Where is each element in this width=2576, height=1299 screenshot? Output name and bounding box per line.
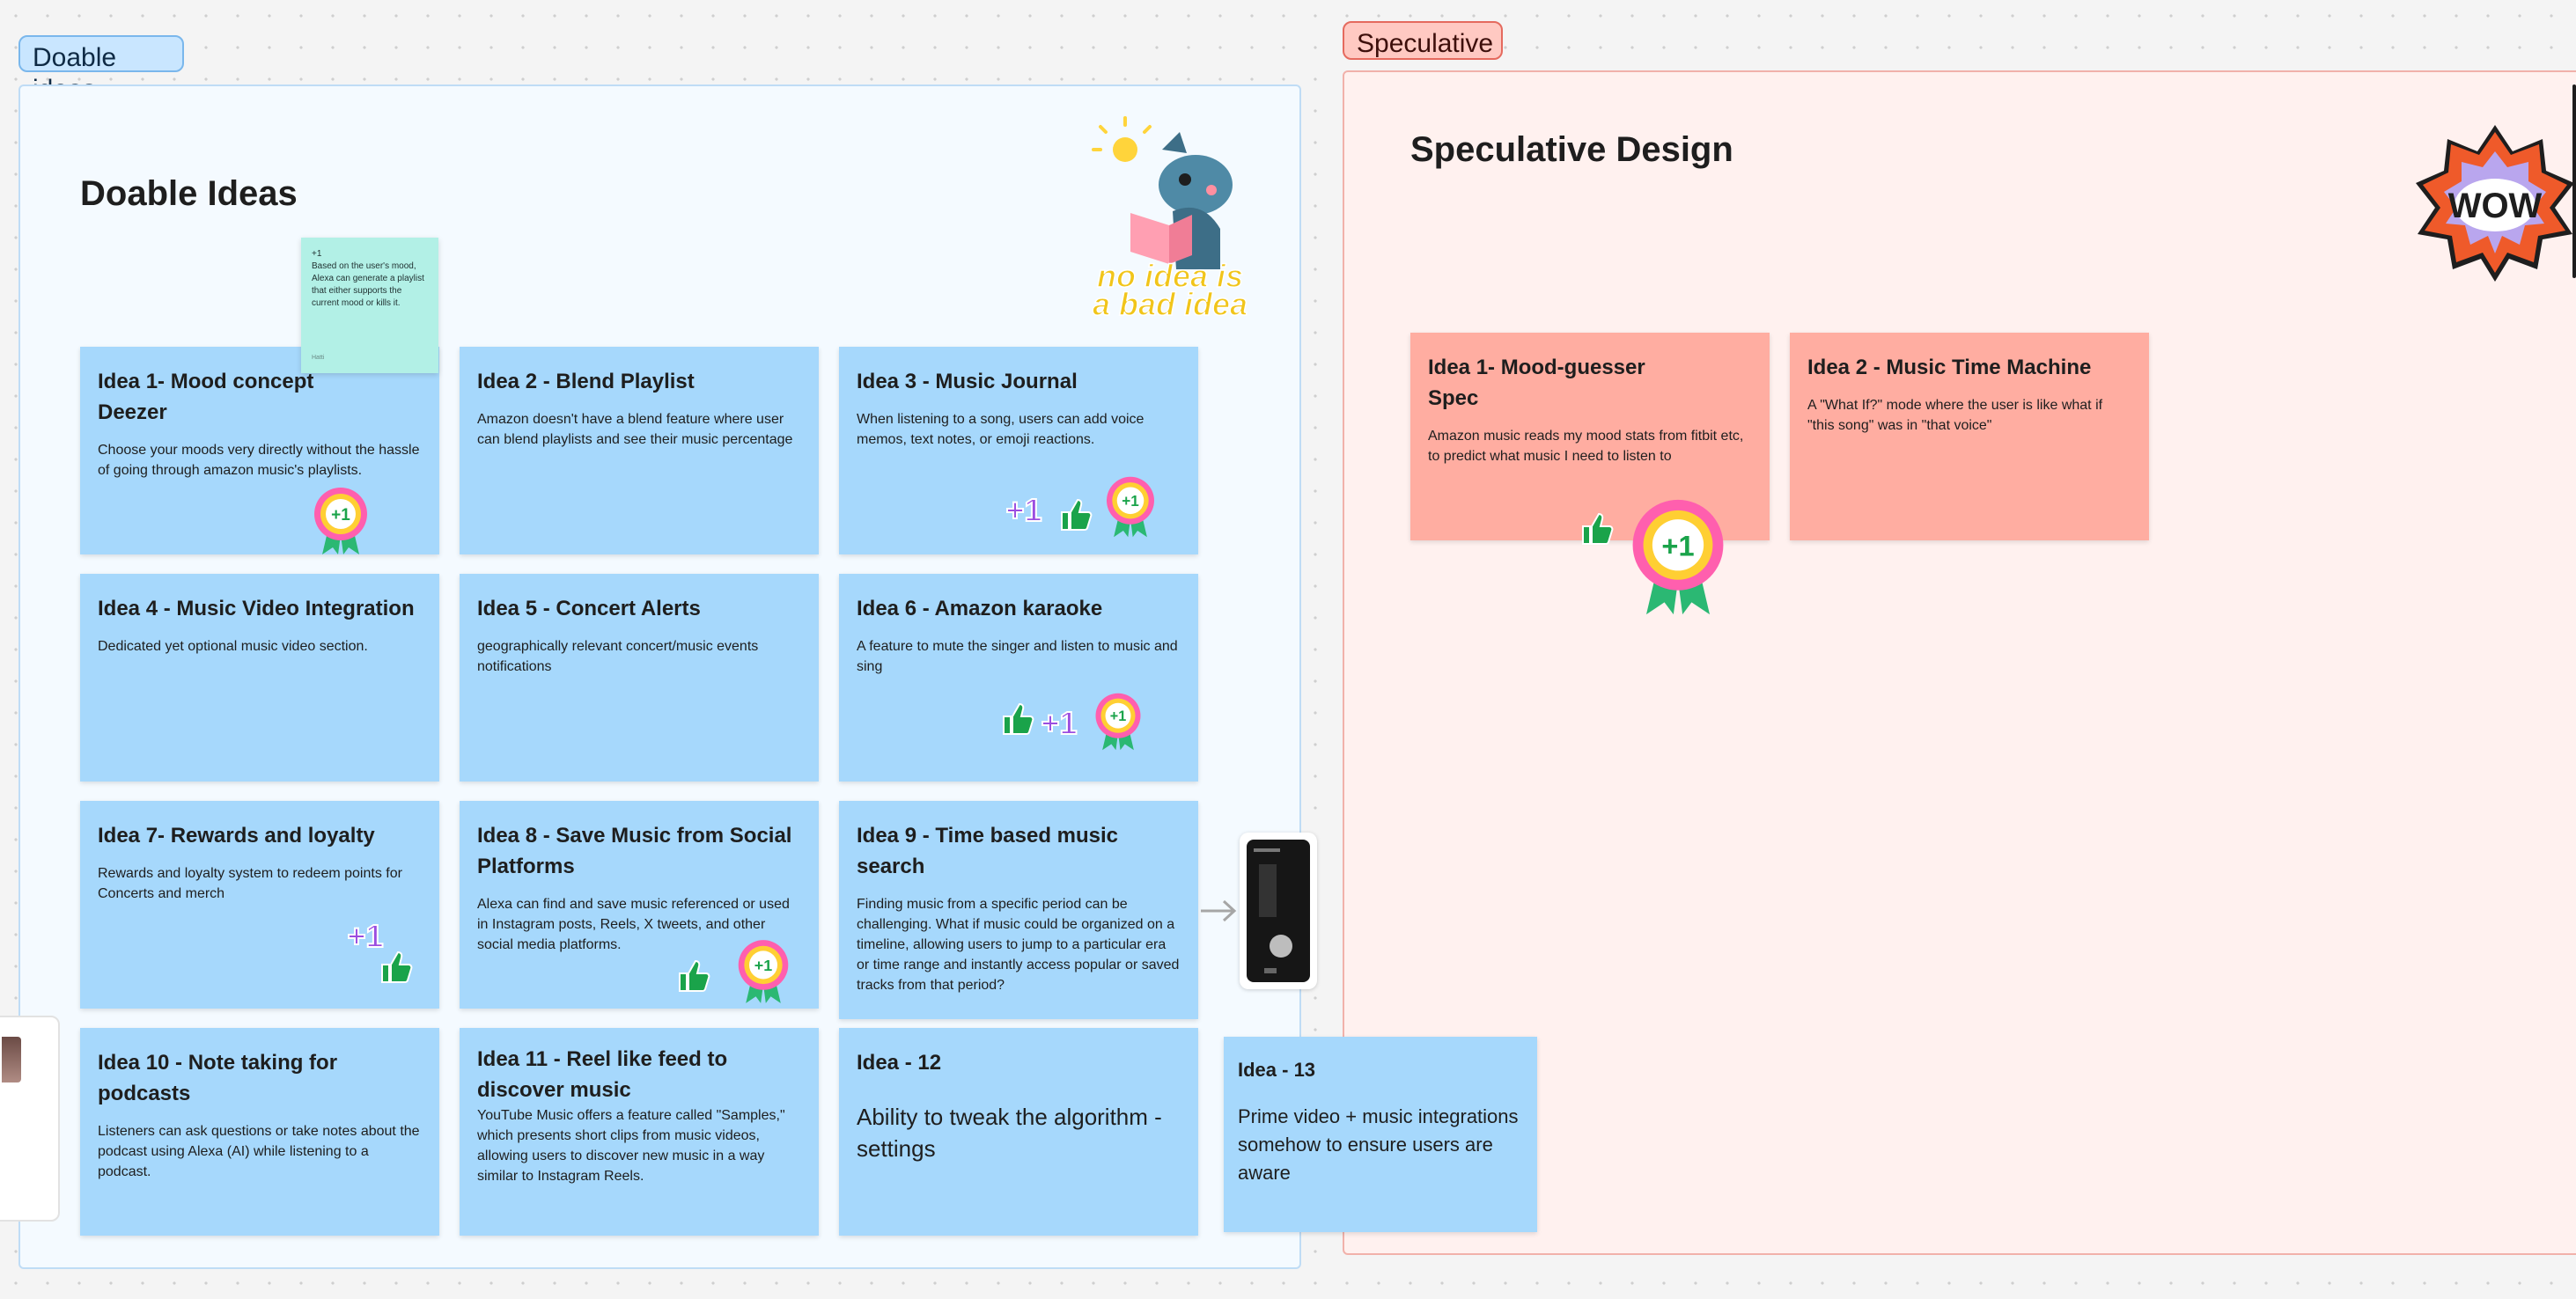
mini-note-vote: +1 [312, 248, 428, 261]
card-title: Idea 10 - Note taking for podcasts [98, 1047, 422, 1109]
badge-label: +1 [1122, 493, 1139, 510]
idea-card-11[interactable]: Idea 11 - Reel like feed to discover mus… [460, 1028, 819, 1236]
idea-card-1[interactable]: Idea 1- Mood concept Deezer Choose your … [80, 347, 439, 554]
card-title: Idea 11 - Reel like feed to discover mus… [477, 1044, 801, 1105]
mini-sticky-note[interactable]: +1 Based on the user's mood, Alexa can g… [301, 238, 438, 373]
card-title: Idea 2 - Blend Playlist [477, 366, 801, 397]
card-body: Amazon music reads my mood stats from fi… [1428, 426, 1752, 466]
card-body: Ability to tweak the algorithm - setting… [857, 1101, 1181, 1164]
card-body: Rewards and loyalty system to redeem poi… [98, 863, 422, 904]
speculative-section-title: Speculative Design [1410, 130, 1733, 170]
thumbs-up-icon[interactable] [377, 947, 416, 986]
card-title: Idea 6 - Amazon karaoke [857, 593, 1181, 624]
thumbs-up-icon[interactable] [1578, 509, 1616, 547]
card-body: Finding music from a specific period can… [857, 894, 1181, 995]
award-badge-icon[interactable]: +1 [734, 938, 792, 1005]
card-body: A "What If?" mode where the user is like… [1807, 395, 2131, 436]
card-body: Prime video + music integrations somehow… [1238, 1103, 1523, 1187]
card-title: Idea 1- Mood concept Deezer [98, 366, 422, 428]
mini-note-text: Based on the user's mood, Alexa can gene… [312, 261, 428, 310]
mini-note-author: Hatti [312, 352, 324, 364]
offscreen-image-card[interactable] [0, 1016, 60, 1222]
no-idea-line2: a bad idea [1093, 286, 1248, 319]
idea-card-13[interactable]: Idea - 13 Prime video + music integratio… [1224, 1037, 1537, 1232]
thumbs-up-icon[interactable] [1056, 495, 1095, 533]
card-body: Dedicated yet optional music video secti… [98, 636, 422, 657]
no-bad-idea-sticker[interactable]: no idea is a bad idea [1088, 114, 1252, 319]
spec-card-2[interactable]: Idea 2 - Music Time Machine A "What If?"… [1790, 333, 2149, 540]
plus-one-icon[interactable]: +1 [1002, 489, 1046, 530]
card-body: Amazon doesn't have a blend feature wher… [477, 409, 801, 450]
card-title: Idea 4 - Music Video Integration [98, 593, 422, 624]
idea-card-12[interactable]: Idea - 12 Ability to tweak the algorithm… [839, 1028, 1198, 1236]
thumbs-up-icon[interactable] [998, 699, 1037, 738]
card-title: Idea 3 - Music Journal [857, 366, 1181, 397]
award-badge-icon[interactable]: +1 [1625, 493, 1731, 621]
plus-one-icon[interactable]: +1 [1037, 702, 1081, 743]
badge-label: +1 [754, 957, 772, 974]
card-body: When listening to a song, users can add … [857, 409, 1181, 450]
card-title: Idea 8 - Save Music from Social Platform… [477, 820, 801, 882]
card-title: Idea 7- Rewards and loyalty [98, 820, 422, 851]
award-badge-icon[interactable]: +1 [310, 486, 372, 556]
award-badge-icon[interactable]: +1 [1102, 475, 1159, 539]
card-body: Choose your moods very directly without … [98, 440, 422, 481]
card-title: Idea - 12 [857, 1047, 1181, 1078]
card-title: Idea 9 - Time based music search [857, 820, 1181, 882]
idea-card-9[interactable]: Idea 9 - Time based music search Finding… [839, 801, 1198, 1019]
connector-arrow[interactable] [1199, 898, 1238, 924]
plus-one-label: +1 [1041, 705, 1077, 741]
thumbs-up-icon[interactable] [674, 956, 713, 994]
section-tag-doable[interactable]: Doable ideas [18, 35, 184, 72]
idea-card-10[interactable]: Idea 10 - Note taking for podcasts Liste… [80, 1028, 439, 1236]
idea-card-5[interactable]: Idea 5 - Concert Alerts geographically r… [460, 574, 819, 782]
doable-section-title: Doable Ideas [80, 174, 298, 214]
card-body: A feature to mute the singer and listen … [857, 636, 1181, 677]
idea-card-2[interactable]: Idea 2 - Blend Playlist Amazon doesn't h… [460, 347, 819, 554]
award-badge-icon[interactable]: +1 [1092, 692, 1144, 752]
card-body: geographically relevant concert/music ev… [477, 636, 801, 677]
idea-card-4[interactable]: Idea 4 - Music Video Integration Dedicat… [80, 574, 439, 782]
section-tag-speculative[interactable]: Speculative [1343, 21, 1503, 60]
wow-sticker[interactable]: WOW [2414, 121, 2576, 283]
card-title: Idea 2 - Music Time Machine [1807, 352, 2131, 383]
phone-mockup-image[interactable] [1240, 833, 1317, 989]
offscreen-thumbnail [2, 1037, 21, 1082]
wow-label: WOW [2448, 187, 2543, 225]
card-body: Listeners can ask questions or take note… [98, 1121, 422, 1182]
card-title: Idea 5 - Concert Alerts [477, 593, 801, 624]
badge-label: +1 [1110, 708, 1126, 724]
phone-screen [1247, 840, 1310, 982]
badge-label: +1 [331, 506, 350, 525]
badge-label: +1 [1661, 530, 1694, 561]
card-body: YouTube Music offers a feature called "S… [477, 1105, 801, 1186]
plus-one-label: +1 [1005, 492, 1041, 528]
card-title: Idea - 13 [1238, 1054, 1523, 1085]
card-title: Idea 1- Mood-guesser Spec [1428, 352, 1752, 414]
